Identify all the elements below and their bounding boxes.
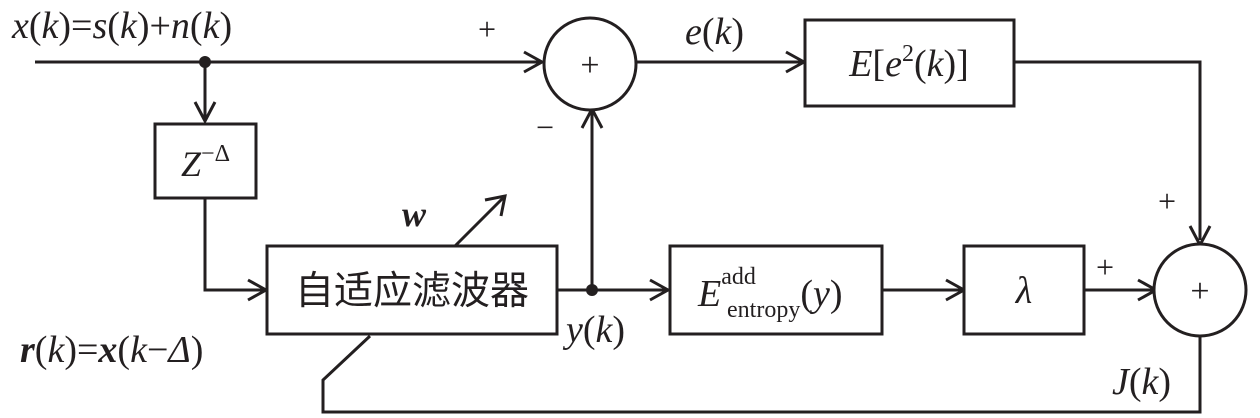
input-label: x(k)=s(k)+n(k) [11, 5, 232, 47]
weight-adjust-line [453, 196, 505, 248]
cost-label: J(k) [1112, 361, 1171, 403]
summing-junction-1 [542, 16, 638, 112]
input-arrowhead [523, 50, 546, 74]
adaptive-filter-label: 自适应滤波器 [295, 269, 529, 314]
lambda-block [962, 244, 1086, 336]
sum1-minus-sign: − [536, 109, 554, 145]
reference-label: r(k)=x(k−Δ) [20, 329, 203, 371]
weight-adjust-arrowhead [484, 194, 507, 217]
filter-output-arrowhead [649, 278, 672, 302]
cost-feedback-line [321, 334, 1202, 414]
output-junction-dot [586, 284, 598, 296]
error-label: e(k) [685, 11, 744, 53]
error-power-line [1014, 60, 1202, 240]
input-junction-dot [199, 56, 211, 68]
sum2-plus-left: + [1096, 249, 1114, 285]
entropy-block [668, 244, 884, 336]
error-power-label: E[e2(k)] [848, 41, 969, 85]
filter-output-label: y(k) [562, 309, 625, 351]
summing-junction-2 [1152, 242, 1248, 338]
adaptive-filter-block [265, 244, 559, 336]
reference-line [203, 198, 264, 292]
delay-block [153, 122, 258, 200]
weights-label: w [402, 194, 427, 234]
sum1-symbol: + [580, 47, 599, 84]
delay-label: Z−Δ [181, 141, 230, 184]
error-power-block [803, 18, 1016, 108]
sum2-symbol: + [1190, 273, 1209, 310]
lambda-label: λ [1015, 270, 1032, 312]
delay-arrowhead [193, 101, 217, 125]
sum1-plus-sign: + [478, 11, 496, 47]
sum2-plus-top: + [1158, 183, 1176, 219]
